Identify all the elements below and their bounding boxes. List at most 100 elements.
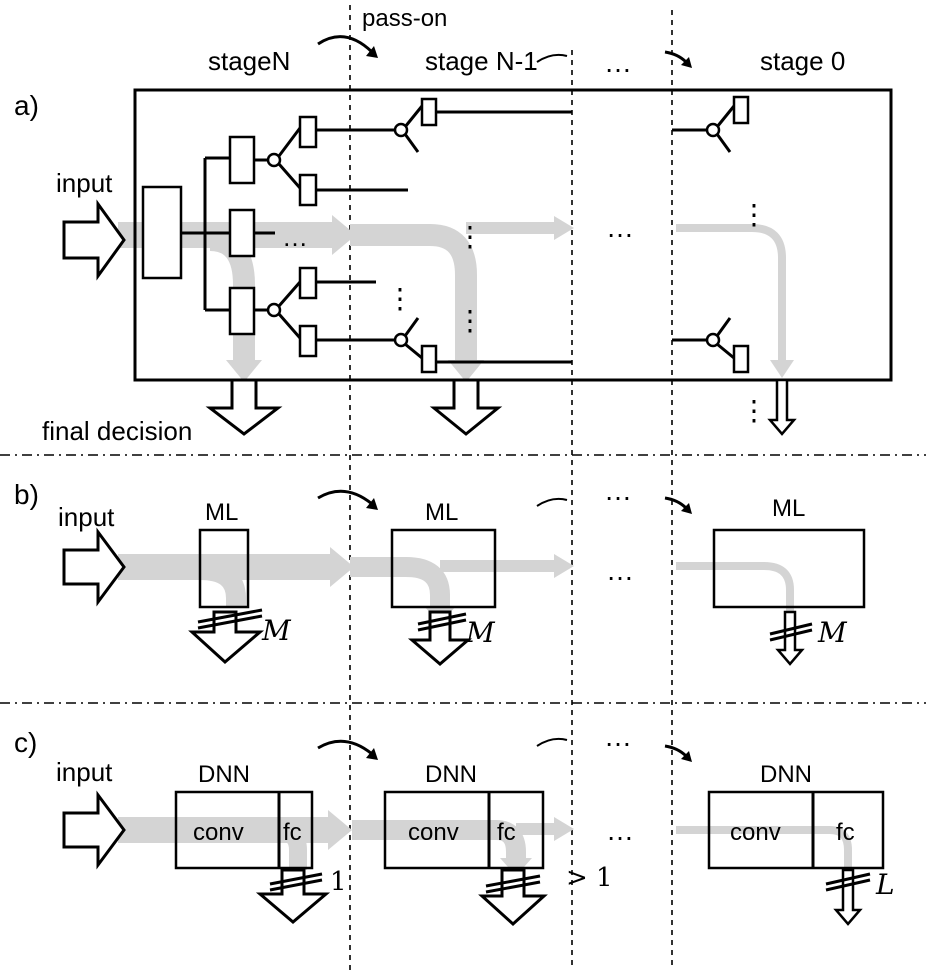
- output-arrow-c2: [478, 868, 548, 927]
- flow-down-a3: [676, 224, 786, 362]
- panel-c: c) input DNN conv fc DNN conv fc DNN con…: [14, 721, 895, 927]
- panel-c-ellipsis-mid: …: [606, 815, 634, 846]
- ml-label-n: ML: [205, 499, 238, 526]
- fc-label-0: fc: [836, 819, 855, 846]
- node-bottom: [228, 286, 256, 336]
- panel-b: b) input ML ML ML … … M: [14, 475, 866, 666]
- panel-c-ellipsis-top: …: [604, 721, 632, 752]
- pass-on-arrowhead: [366, 46, 378, 58]
- bus-slash-b2b: [417, 612, 467, 626]
- vdots-a1: ⋮: [386, 283, 414, 314]
- fork-bottom-node: [266, 302, 282, 318]
- input-arrow-a: [62, 199, 126, 281]
- fork-bottom-down: [277, 313, 302, 339]
- panel-c-input-label: input: [56, 757, 113, 787]
- node-mid: [228, 208, 256, 258]
- pass-on-arrow-b: [317, 489, 373, 506]
- input-arrow-c: [62, 790, 126, 870]
- bus-slash-b3a: [769, 628, 813, 642]
- flow-right-c2-head: [554, 817, 574, 841]
- tick-b: [536, 497, 568, 507]
- flow-down-c2: [352, 820, 526, 862]
- panel-b-input-label: input: [58, 502, 115, 532]
- vdots-a2: ⋮: [456, 221, 484, 252]
- switch-top-0-down: [715, 133, 732, 153]
- dnn-label-n: DNN: [198, 761, 250, 788]
- dnn-block-0: [707, 790, 885, 870]
- ml-label-n1: ML: [425, 499, 458, 526]
- switch-top-n1: [393, 122, 409, 138]
- switch-bottom-0-up: [715, 317, 732, 337]
- flow-down-b2: [350, 557, 450, 610]
- panel-b-ellipsis-top: …: [604, 475, 632, 506]
- pass-on-arrow-c-head: [366, 748, 378, 760]
- flow-down-c1: [279, 823, 307, 870]
- panel-a-ellipsis-1: …: [282, 222, 308, 252]
- bus-slash-c2a: [485, 880, 541, 894]
- dnn-block-n1: [383, 790, 545, 870]
- switch-top-n1-up: [403, 105, 424, 128]
- switch-bottom-n1: [393, 332, 409, 348]
- panel-a-ellipsis-2: …: [606, 212, 634, 243]
- output-width-c3: L: [875, 868, 895, 901]
- stage0-arrow-b-head: [681, 503, 692, 514]
- stage-0-arrowhead: [681, 57, 692, 68]
- pass-on-arrow-c: [317, 739, 373, 756]
- flow-down-a1-head: [226, 360, 262, 382]
- leaf-2: [298, 173, 318, 207]
- tick-c: [536, 737, 568, 747]
- switch-bottom-0-down: [716, 342, 735, 360]
- vdots-a4: ⋮: [740, 199, 768, 230]
- flow-main-a-head: [332, 215, 356, 255]
- stage-dividers: [349, 5, 673, 970]
- switch-bottom-n1-down: [404, 342, 423, 360]
- panel-a-container: [133, 88, 893, 382]
- switch-top-0: [705, 122, 721, 138]
- fork-bottom-up: [277, 281, 302, 307]
- bus-slash-b1b: [197, 608, 263, 624]
- bus-slash-c1b: [269, 872, 323, 886]
- bus-slash-c3a: [825, 878, 871, 892]
- vdots-a3: ⋮: [456, 305, 484, 336]
- leaf-n1-bottom: [420, 344, 438, 374]
- pass-on-arrow: [317, 35, 374, 54]
- fc-label-n: fc: [283, 819, 302, 846]
- panel-a-output-label: final decision: [42, 416, 192, 446]
- stage-0-arrow: [664, 50, 688, 64]
- leaf-n1-top: [420, 97, 438, 127]
- flow-main-b-head: [330, 547, 354, 587]
- panel-a: a) input final decision: [14, 88, 893, 446]
- flow-down-b3: [676, 562, 794, 614]
- stage-n-1-tick: [536, 53, 568, 63]
- flow-down-c3: [676, 826, 852, 870]
- fc-label-n1: fc: [497, 819, 516, 846]
- leaf-3: [298, 266, 318, 300]
- switch-top-0-up: [715, 105, 736, 128]
- pass-on-arrow-b-head: [366, 498, 378, 510]
- fork-top-down: [277, 163, 302, 189]
- conv-label-n: conv: [193, 819, 244, 846]
- panel-c-tag: c): [14, 727, 37, 758]
- fork-top-up: [277, 127, 302, 157]
- flow-right-a2-head: [554, 216, 574, 240]
- stage-n-minus-1-label: stage N-1: [425, 46, 538, 76]
- stage-0-label: stage 0: [760, 46, 845, 76]
- node-top: [228, 135, 256, 185]
- flow-down-a2: [350, 224, 477, 362]
- output-arrow-a3: [767, 378, 797, 436]
- output-width-c1: 1: [330, 867, 347, 897]
- dnn-label-n1: DNN: [425, 761, 477, 788]
- dnn-label-0: DNN: [760, 761, 812, 788]
- output-arrow-a2: [429, 378, 503, 436]
- leaf-0-top: [732, 95, 750, 125]
- vdots-a5: ⋮: [740, 395, 768, 426]
- switch-bottom-0: [705, 332, 721, 348]
- header-ellipsis: …: [604, 47, 632, 78]
- bus-slash-c1a: [269, 878, 323, 892]
- output-width-c2: > 1: [566, 863, 613, 893]
- bus-slash-b3b: [769, 622, 813, 636]
- ml-block-n: [198, 528, 250, 609]
- bus-width-b1: M: [261, 614, 292, 647]
- dnn-block-n: [174, 790, 314, 870]
